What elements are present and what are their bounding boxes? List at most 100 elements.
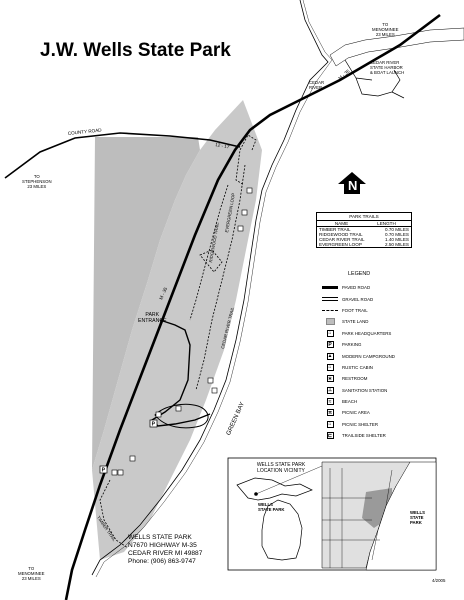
trail-length: 0.70 MILES bbox=[384, 232, 409, 237]
campground-loop bbox=[154, 403, 209, 429]
trail-length: 0.70 MILES bbox=[384, 227, 409, 232]
trail-ridgewood bbox=[189, 184, 229, 321]
rustic-cabin-icon: ⌂ bbox=[326, 363, 334, 371]
north-letter: N bbox=[348, 178, 358, 193]
trail-name: EVERGREEN LOOP bbox=[319, 242, 362, 247]
inset-park-label: WELLS STATE PARK bbox=[410, 510, 426, 525]
trailside-shelter-icon: ⊏ bbox=[326, 432, 334, 440]
state-land-area bbox=[92, 137, 200, 470]
sanitation-station-icon: ⊥ bbox=[326, 386, 334, 394]
park-headquarters-icon: ⌂ bbox=[326, 329, 334, 337]
park-address: WELLS STATE PARK N7670 HIGHWAY M-35 CEDA… bbox=[128, 534, 202, 566]
park-trails-header: NAME LENGTH bbox=[317, 221, 411, 227]
legend-label: SANITATION STATION bbox=[342, 387, 388, 393]
legend-label: FOOT TRAIL bbox=[342, 307, 368, 313]
label-to-stephenson: TO STEPHENSON 23 MILES bbox=[22, 174, 52, 189]
table-row: RIDGEWOOD TRAIL 0.70 MILES bbox=[317, 232, 411, 237]
table-row: EVERGREEN LOOP 2.50 MILES bbox=[317, 242, 411, 247]
m35-label: M - 35 bbox=[158, 286, 168, 300]
trail-evergreen-loop bbox=[199, 134, 257, 273]
label-cedar-river-launch: CEDAR RIVER STATE HARBOR & BOAT LAUNCH bbox=[370, 60, 405, 75]
legend-item: ▲ MODERN CAMPGROUND bbox=[322, 350, 422, 361]
legend-item: PAVED ROAD bbox=[322, 282, 422, 293]
trail-length: 1.40 MILES bbox=[384, 237, 409, 242]
park-trails-title: PARK TRAILS bbox=[317, 213, 411, 221]
legend-label: RUSTIC CABIN bbox=[342, 364, 373, 370]
legend-label: PARK HEADQUARTERS bbox=[342, 330, 392, 336]
vicinity-park-label: WELLS STATE PARK bbox=[258, 502, 285, 512]
north-arrow-icon bbox=[338, 172, 366, 194]
trail-name: RIDGEWOOD TRAIL bbox=[319, 232, 363, 237]
vicinity-pointer bbox=[255, 465, 323, 495]
table-row: CEDAR RIVER TRAIL 1.40 MILES bbox=[317, 237, 411, 242]
legend-label: PARKING bbox=[342, 342, 362, 348]
trail-cedar-river bbox=[195, 164, 246, 391]
beach-icon: ≈ bbox=[326, 398, 334, 406]
legend-item: ∗ RESTROOM bbox=[322, 373, 422, 384]
vicinity-title: WELLS STATE PARK LOCATION VICINITY bbox=[256, 462, 306, 474]
legend-item: ⌂ PARK HEADQUARTERS bbox=[322, 328, 422, 339]
legend-label: RESTROOM bbox=[342, 376, 368, 382]
trail-name: TIMBER TRAIL bbox=[319, 227, 351, 232]
map-date: 4/2005 bbox=[432, 578, 446, 583]
legend-item: FOOT TRAIL bbox=[322, 305, 422, 316]
legend: PAVED ROAD GRAVEL ROAD FOOT TRAIL STATE … bbox=[322, 282, 422, 441]
legend-label: PICNIC SHELTER bbox=[342, 421, 379, 427]
foot-trail-icon bbox=[322, 309, 338, 311]
legend-item: ⊏ TRAILSIDE SHELTER bbox=[322, 430, 422, 441]
svg-text:P: P bbox=[152, 422, 156, 428]
col-name-header: NAME bbox=[334, 221, 349, 226]
legend-item: ⌂ PICNIC SHELTER bbox=[322, 419, 422, 430]
legend-item: STATE LAND bbox=[322, 316, 422, 327]
legend-item: ≈ BEACH bbox=[322, 396, 422, 407]
legend-item: ⊥ SANITATION STATION bbox=[322, 385, 422, 396]
map-title: J.W. Wells State Park bbox=[40, 40, 231, 61]
label-to-menominee-bottom: TO MENOMINEE 23 MILES bbox=[18, 566, 45, 581]
state-land-park bbox=[92, 100, 262, 560]
legend-label: PICNIC AREA bbox=[342, 410, 370, 416]
state-land-icon bbox=[325, 318, 335, 326]
legend-label: TRAILSIDE SHELTER bbox=[342, 433, 386, 439]
table-row: TIMBER TRAIL 0.70 MILES bbox=[317, 227, 411, 232]
park-trails-table: PARK TRAILS NAME LENGTH TIMBER TRAIL 0.7… bbox=[316, 212, 412, 248]
legend-label: PAVED ROAD bbox=[342, 285, 371, 291]
michigan-outline bbox=[236, 477, 313, 561]
col-length-header: LENGTH bbox=[377, 221, 396, 226]
picnic-area-icon: π bbox=[326, 409, 334, 417]
legend-label: BEACH bbox=[342, 399, 358, 405]
svg-text:P: P bbox=[102, 468, 106, 474]
legend-title: LEGEND bbox=[348, 271, 371, 277]
gravel-road-icon bbox=[322, 297, 338, 302]
shoreline bbox=[91, 0, 329, 576]
legend-item: GRAVEL ROAD bbox=[322, 293, 422, 304]
legend-label: STATE LAND bbox=[342, 319, 369, 325]
parking-icon: P bbox=[326, 341, 334, 349]
legend-item: P PARKING bbox=[322, 339, 422, 350]
label-cedar-river: CEDAR RIVER bbox=[309, 80, 325, 90]
address-line: N7670 HIGHWAY M-35 bbox=[128, 542, 197, 549]
trail-timber bbox=[99, 479, 129, 549]
address-line: CEDAR RIVER MI 49887 bbox=[128, 550, 203, 557]
inset-roads bbox=[322, 468, 393, 568]
phone-number: Phone: (906) 863-9747 bbox=[128, 558, 196, 565]
legend-item: π PICNIC AREA bbox=[322, 407, 422, 418]
trail-length: 2.50 MILES bbox=[384, 242, 409, 247]
trail-name: CEDAR RIVER TRAIL bbox=[319, 237, 365, 242]
cedar-harbor-roads bbox=[344, 59, 405, 99]
county-road bbox=[4, 132, 241, 179]
legend-label: GRAVEL ROAD bbox=[342, 296, 374, 302]
shoreline-inner bbox=[95, 0, 333, 578]
county-road-number: 12 - 17 bbox=[215, 142, 230, 149]
highway-m35 bbox=[64, 13, 441, 600]
map-facility-icons bbox=[111, 187, 253, 476]
inset-bay-shore bbox=[365, 461, 437, 571]
map-parking-icons: P P bbox=[99, 419, 158, 474]
restroom-icon: ∗ bbox=[326, 375, 334, 383]
legend-label: MODERN CAMPGROUND bbox=[342, 353, 395, 359]
paved-road-icon bbox=[322, 286, 338, 289]
vicinity-park-dot bbox=[254, 492, 258, 496]
label-to-menominee-top: TO MENOMINEE 23 MILES bbox=[372, 22, 399, 37]
modern-campground-icon: ▲ bbox=[326, 352, 334, 360]
legend-item: ⌂ RUSTIC CABIN bbox=[322, 362, 422, 373]
